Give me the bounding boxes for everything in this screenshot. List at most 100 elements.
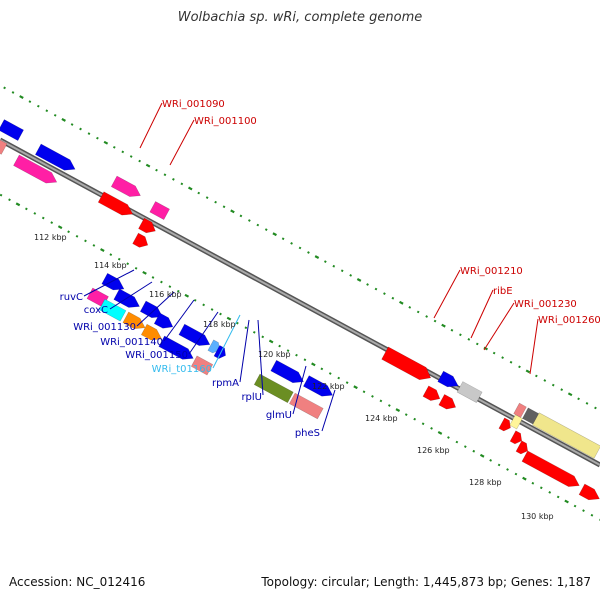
gene-arrow — [132, 232, 149, 248]
track-tick — [264, 228, 268, 231]
track-tick — [57, 225, 63, 230]
gene-arrow — [97, 191, 134, 216]
track-tick — [151, 276, 155, 279]
callout-line — [239, 319, 250, 383]
track-tick — [256, 223, 260, 227]
track-tick — [577, 397, 580, 401]
callout-line — [136, 291, 175, 327]
gene-arrow — [98, 298, 127, 322]
track-tick — [567, 392, 573, 397]
gene-label: rpmA — [212, 378, 239, 389]
track-tick — [202, 303, 205, 307]
track-tick — [160, 280, 163, 284]
callout-line — [163, 299, 195, 342]
track-tick — [236, 321, 239, 325]
track-tick — [399, 300, 404, 305]
gene-label: glmU — [266, 410, 292, 421]
track-tick — [163, 173, 167, 177]
gene-arrow — [149, 201, 170, 220]
track-tick — [50, 221, 54, 224]
track-tick — [379, 399, 383, 403]
track-tick — [475, 342, 479, 346]
track-tick — [314, 255, 320, 259]
track-tick — [573, 504, 577, 508]
track-tick — [337, 376, 341, 380]
track-tick — [272, 232, 277, 237]
track-tick — [467, 338, 471, 341]
track-tick — [556, 495, 560, 499]
track-tick — [41, 216, 45, 220]
gene-label: WRi_001150 — [125, 350, 188, 361]
track-tick — [210, 308, 214, 311]
track-tick — [239, 214, 243, 218]
track-tick — [36, 104, 40, 108]
gene-arrow — [158, 335, 194, 360]
gene-arrow — [178, 323, 211, 346]
callout-line — [212, 314, 241, 369]
track-tick — [509, 360, 513, 364]
track-tick — [362, 390, 366, 394]
gene-arrow — [13, 154, 58, 184]
track-tick — [214, 200, 217, 204]
track-tick — [489, 458, 493, 462]
track-tick — [472, 449, 476, 453]
track-tick — [535, 374, 538, 378]
scale-label: 120 kbp — [258, 350, 291, 359]
genome-summary-text: Topology: circular; Length: 1,445,873 bp… — [261, 575, 591, 589]
gene-label: WRi_001090 — [162, 99, 225, 110]
track-tick — [142, 270, 147, 275]
gene-arrow — [303, 375, 333, 397]
gene-arrow — [522, 407, 540, 425]
track-tick — [168, 285, 172, 288]
track-tick — [430, 426, 433, 430]
track-tick — [395, 408, 401, 412]
track-tick — [295, 353, 298, 357]
callout-line — [83, 269, 135, 297]
track-tick — [226, 316, 232, 321]
track-tick — [413, 417, 417, 421]
track-tick — [103, 140, 109, 145]
track-tick — [404, 413, 408, 416]
track-tick — [197, 191, 201, 195]
track-tick — [463, 445, 467, 448]
track-tick — [96, 136, 99, 140]
track-tick — [112, 145, 116, 149]
gene-arrow — [153, 312, 174, 329]
callout-line — [470, 289, 494, 339]
scale-label: 128 kbp — [469, 478, 502, 487]
gene-arrow — [190, 355, 214, 376]
track-tick — [441, 323, 446, 328]
gene-arrow — [0, 119, 24, 141]
gene-features — [0, 119, 600, 501]
track-tick — [311, 362, 316, 367]
gene-label: WRi_001210 — [460, 266, 523, 277]
track-tick — [437, 431, 443, 435]
track-tick — [531, 481, 535, 485]
track-tick — [53, 113, 57, 117]
track-tick — [138, 159, 141, 163]
track-tick — [248, 219, 251, 222]
track-tick — [33, 212, 37, 215]
gene-arrow — [521, 450, 580, 487]
gene-arrow — [289, 392, 324, 420]
track-tick — [61, 117, 66, 122]
gene-label: ruvC — [60, 292, 83, 303]
track-tick — [371, 394, 374, 398]
gene-arrow — [437, 370, 459, 388]
track-tick — [328, 372, 332, 375]
track-tick — [244, 326, 248, 330]
gene-arrow — [456, 381, 483, 403]
gene-label: WRi_001230 — [514, 299, 577, 310]
track-tick — [349, 273, 353, 277]
track-tick — [539, 486, 543, 490]
track-tick — [134, 266, 138, 270]
track-tick — [219, 312, 222, 316]
track-tick — [594, 406, 597, 410]
callout-line — [188, 311, 219, 355]
track-tick — [353, 385, 358, 390]
track-tick — [408, 306, 412, 309]
track-tick — [345, 381, 349, 384]
track-tick — [582, 509, 585, 513]
track-tick — [455, 440, 459, 444]
track-tick — [323, 260, 327, 263]
